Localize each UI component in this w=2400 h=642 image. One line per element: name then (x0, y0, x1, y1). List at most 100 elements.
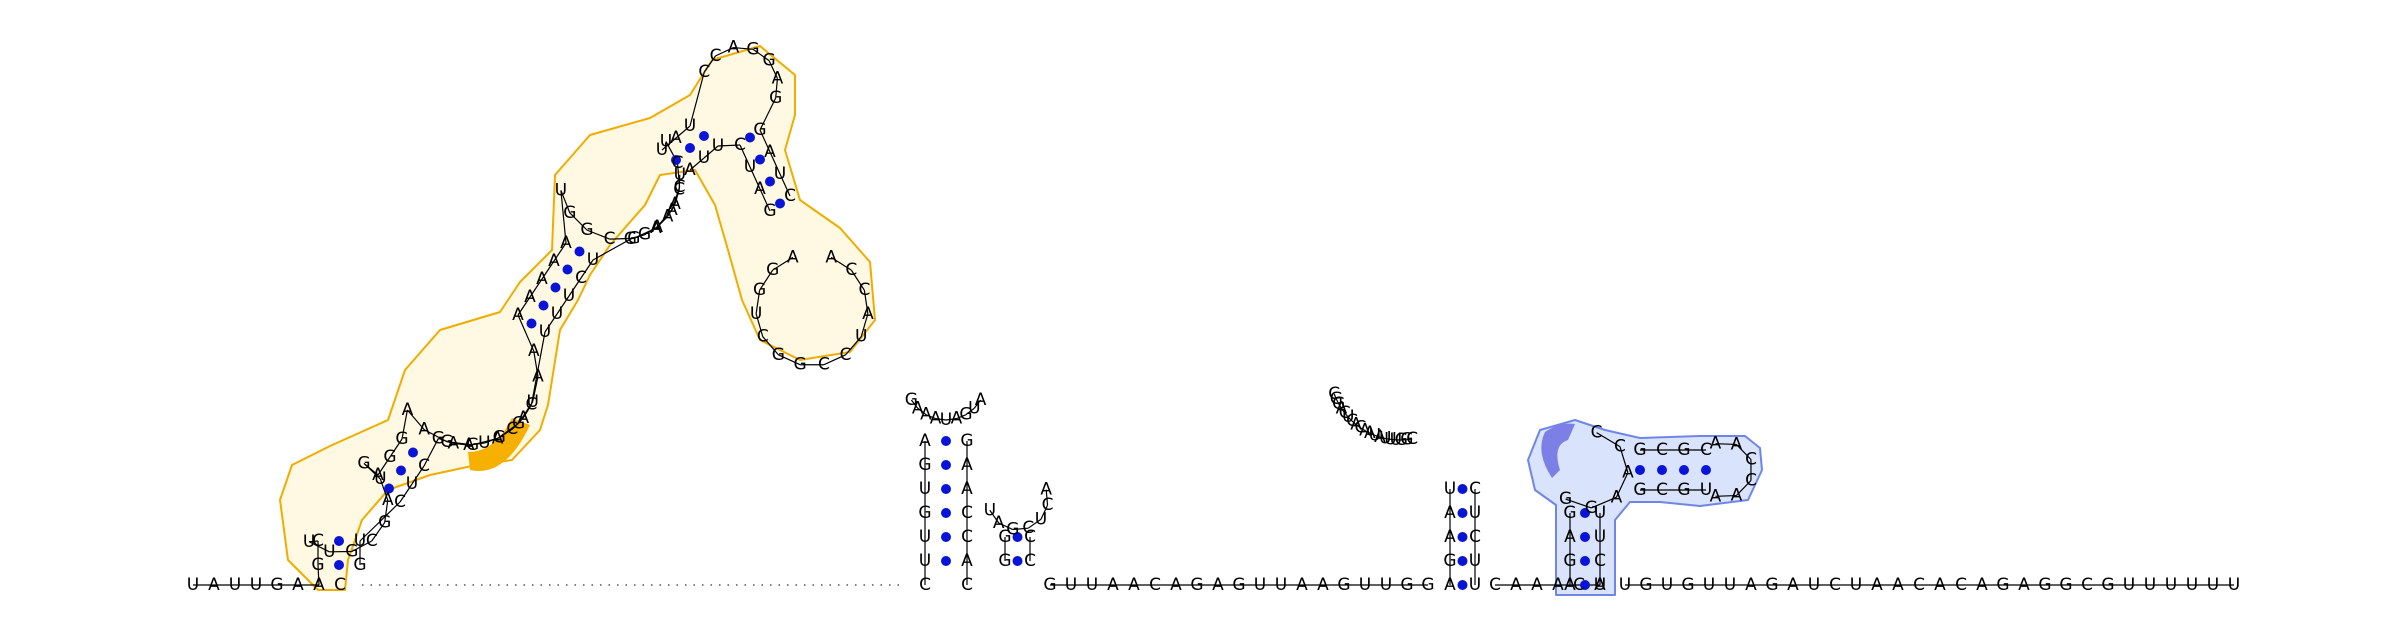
backbone-segment (935, 418, 947, 421)
nucleotide-C: C (1024, 551, 1036, 571)
nucleotide-A: A (961, 479, 973, 499)
nucleotide-U: U (660, 131, 672, 151)
backbone-segment (580, 259, 594, 279)
base-pair-dot (1457, 580, 1468, 590)
nucleotide-G: G (2038, 575, 2051, 595)
backbone-segment (1619, 446, 1629, 473)
backbone-segment (522, 404, 532, 419)
nucleotide-A: A (512, 305, 524, 325)
nucleotide-U: U (744, 157, 756, 177)
nucleotide-A: A (1622, 463, 1634, 483)
nucleotide-G: G (638, 225, 651, 245)
backbone-segment (678, 174, 681, 190)
base-pair-dot (941, 508, 951, 518)
backbone-segment (371, 522, 386, 542)
nucleotide-A: A (1787, 575, 1799, 595)
nucleotide-U: U (2207, 575, 2219, 595)
nucleotide-G: G (512, 413, 525, 433)
nucleotide-C: C (1469, 527, 1481, 547)
backbone-segment (401, 409, 408, 440)
nucleotide-A: A (1892, 575, 1904, 595)
nucleotide-C: C (818, 355, 830, 375)
nucleotide-G: G (1043, 575, 1056, 595)
nucleotide-U: U (374, 469, 386, 489)
nucleotide-C: C (919, 575, 931, 595)
nucleotide-A: A (772, 68, 784, 88)
nucleotide-C: C (710, 46, 722, 66)
nucleotide-C: C (1354, 418, 1366, 438)
nucleotide-U: U (1594, 575, 1606, 595)
nucleotide-A: A (666, 200, 678, 220)
base-pair-dot (1457, 532, 1468, 542)
backbone-segment (1360, 427, 1366, 432)
nucleotide-A: A (1040, 480, 1052, 500)
nucleotide-U: U (1380, 575, 1392, 595)
nucleotide-C: C (1614, 437, 1626, 457)
nucleotide-G: G (432, 428, 445, 448)
base-pair-dot (1580, 508, 1590, 518)
backbone-segment (956, 414, 967, 420)
nucleotide-C: C (1700, 440, 1712, 460)
nucleotide-C: C (1024, 527, 1036, 547)
nucleotide-A: A (2018, 575, 2030, 595)
base-pair-dot (1679, 465, 1689, 475)
nucleotide-U: U (968, 398, 980, 418)
backbone-segment (749, 166, 761, 190)
backbone-segment (498, 428, 513, 439)
nucleotide-A: A (930, 409, 942, 429)
nucleotide-G: G (311, 555, 324, 575)
nucleotide-G: G (769, 88, 782, 108)
nucleotide-C: C (673, 180, 685, 200)
nucleotide-G: G (1443, 551, 1456, 571)
nucleotide-A: A (1336, 399, 1348, 419)
nucleotide-C: C (1339, 403, 1351, 423)
backbone-segment (759, 97, 777, 131)
backbone-segment (1364, 430, 1371, 434)
nucleotide-A: A (492, 428, 504, 448)
nucleotide-G: G (466, 435, 479, 455)
nucleotide-U: U (2165, 575, 2177, 595)
nucleotide-A: A (1594, 575, 1606, 595)
backbone-segment (1565, 498, 1592, 509)
nucleotide-U: U (1700, 480, 1712, 500)
nucleotide-G: G (960, 431, 973, 451)
nucleotide-A: A (1170, 575, 1182, 595)
backbone-segment (762, 336, 779, 356)
nucleotide-G: G (1559, 489, 1572, 509)
nucleotide-C: C (1149, 575, 1161, 595)
nucleotide-A: A (651, 217, 663, 237)
nucleotide-G: G (493, 428, 506, 448)
backbone-segment (1369, 432, 1376, 436)
backbone-segment (755, 313, 764, 337)
backbone-segment (1012, 527, 1029, 531)
nucleotide-A: A (418, 420, 430, 440)
backbone-segment (1341, 408, 1346, 414)
backbone-segment (1344, 412, 1349, 418)
backbone-segment (925, 414, 936, 420)
backbone-segment (772, 256, 794, 271)
nucleotide-C: C (858, 280, 870, 300)
backbone-segment (453, 442, 469, 446)
nucleotide-A: A (1444, 575, 1456, 595)
nucleotide-A: A (560, 233, 572, 253)
nucleotide-C: C (698, 62, 710, 82)
backbone-segment (689, 157, 705, 171)
nucleotide-A: A (1359, 421, 1371, 441)
backbone-segment (379, 478, 389, 501)
backbone-segment (359, 501, 401, 542)
nucleotide-U: U (712, 136, 724, 156)
backbone-segment (860, 313, 869, 337)
nucleotide-C: C (734, 135, 746, 155)
base-pair-dot (941, 484, 951, 494)
nucleotide-A: A (1350, 415, 1362, 435)
base-pair-dot (334, 536, 344, 546)
backbone-segment (438, 437, 454, 445)
nucleotide-A: A (1731, 486, 1743, 506)
base-pair-dot (685, 143, 695, 153)
nucleotide-U: U (555, 180, 567, 200)
backbone-segment (1715, 494, 1737, 497)
domain-highlights (279, 45, 1763, 596)
nucleotide-C: C (1573, 575, 1585, 595)
backbone-segment (910, 399, 919, 409)
nucleotide-G: G (2059, 575, 2072, 595)
